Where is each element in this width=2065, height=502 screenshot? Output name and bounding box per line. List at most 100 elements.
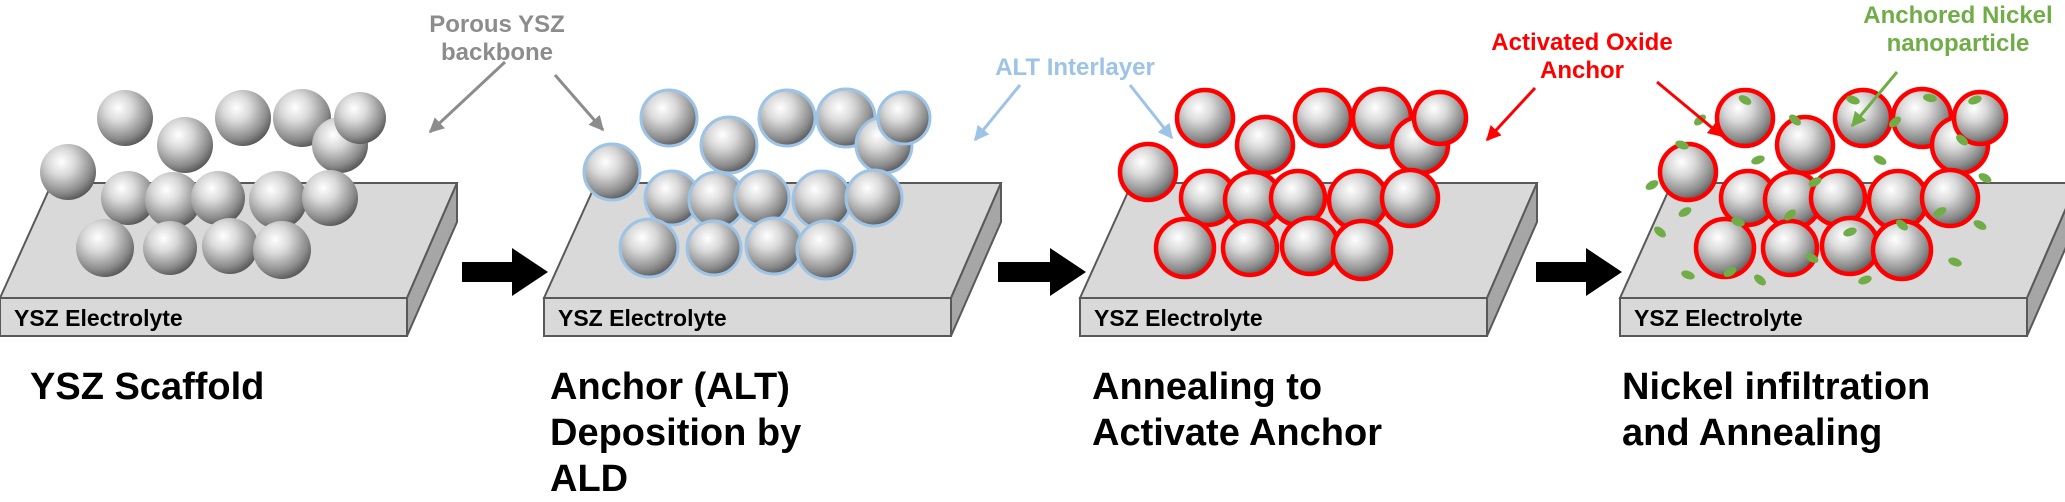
ysz-particle [101, 171, 155, 225]
oxide-anchor-particle [1760, 218, 1820, 278]
callout-oxide-arrow-2 [1656, 80, 1724, 138]
nickel-nanoparticle [1846, 95, 1860, 105]
ysz-particle [302, 170, 358, 226]
callout-alt-label: ALT Interlayer [995, 54, 1155, 81]
electrolyte-side-face [406, 182, 458, 337]
panel-4: YSZ Electrolyte [1618, 86, 2065, 337]
oxide-anchor-particle [1819, 215, 1881, 277]
oxide-anchor-particle [1951, 89, 2009, 147]
callout-porous-arrow-2 [553, 74, 605, 132]
nickel-nanoparticle [1923, 93, 1937, 103]
electrolyte-label: YSZ Electrolyte [14, 305, 183, 331]
step-title-4: Nickel infiltration and Annealing [1622, 366, 1931, 454]
nickel-nanoparticle [1731, 217, 1745, 227]
alt-coated-particle [685, 219, 743, 277]
nickel-nanoparticle [1805, 253, 1819, 263]
step-title-3: Annealing to Activate Anchor [1092, 366, 1382, 454]
nickel-nanoparticle [1694, 114, 1706, 126]
electrolyte-side-face [2026, 208, 2065, 337]
nickel-nanoparticle [1843, 227, 1857, 237]
alt-coated-particle [733, 169, 791, 227]
alt-coated-particle [618, 217, 680, 279]
ysz-particle [202, 218, 258, 274]
alt-coated-particle [639, 88, 699, 148]
nickel-nanoparticle [1681, 270, 1695, 280]
oxide-anchor-particle [1774, 114, 1836, 176]
alt-coated-particle [582, 142, 642, 202]
oxide-anchor-particle [1174, 87, 1236, 149]
alt-coated-particle [699, 115, 759, 175]
oxide-anchor-particle [1234, 114, 1296, 176]
ysz-particle [76, 219, 134, 277]
nickel-nanoparticle [1873, 155, 1887, 165]
nickel-nanoparticle [1754, 274, 1766, 286]
oxide-anchor-particle [1714, 87, 1776, 149]
ysz-particle [191, 171, 245, 225]
ysz-particle [215, 90, 271, 146]
oxide-anchor-particle [1220, 218, 1280, 278]
callout-nickel-arrow [1850, 71, 1899, 128]
electrolyte-label: YSZ Electrolyte [558, 305, 727, 331]
nickel-nanoparticle [1654, 226, 1666, 238]
oxide-anchor-particle [1330, 218, 1394, 282]
electrolyte-side-face [1486, 182, 1538, 337]
step-title-2: Anchor (ALT) Deposition by ALD [550, 366, 802, 500]
callout-porous-arrow-1 [428, 60, 507, 134]
alt-coated-particle [795, 219, 857, 281]
nickel-nanoparticle [1956, 134, 1968, 146]
oxide-anchor-particle [1153, 216, 1217, 280]
ysz-particle [334, 92, 386, 144]
ysz-particle [145, 172, 201, 228]
ysz-particle [40, 144, 96, 200]
nickel-nanoparticle [1948, 257, 1962, 267]
nickel-nanoparticle [1889, 116, 1901, 128]
electrolyte-side-face [950, 182, 1002, 337]
ysz-particle [157, 117, 213, 173]
oxide-anchor-particle [1919, 167, 1981, 229]
panel-3: YSZ Electrolyte [1078, 86, 1539, 337]
process-arrow-2 [998, 248, 1086, 296]
callout-alt-arrow-1 [973, 84, 1022, 142]
oxide-anchor-particle [1657, 141, 1719, 203]
nickel-nanoparticle [1784, 209, 1796, 221]
alt-coated-particle [744, 216, 804, 276]
oxide-anchor-particle [1117, 141, 1179, 203]
nickel-nanoparticle [1858, 275, 1872, 285]
step-title-1: YSZ Scaffold [30, 366, 265, 408]
ysz-particle [249, 171, 307, 229]
alt-coated-particle [757, 88, 817, 148]
nickel-nanoparticle [1675, 140, 1689, 150]
nickel-nanoparticle [1723, 267, 1737, 277]
electrolyte-label: YSZ Electrolyte [1094, 305, 1263, 331]
oxide-anchor-particle [1411, 89, 1469, 147]
oxide-anchor-particle [1279, 215, 1341, 277]
oxide-anchor-particle [1292, 87, 1354, 149]
alt-coated-particle [844, 168, 904, 228]
nickel-nanoparticle [1978, 173, 1992, 183]
nickel-nanoparticle [1973, 220, 1987, 230]
ysz-particle [97, 90, 153, 146]
panel-2: YSZ Electrolyte [542, 87, 1003, 337]
nickel-nanoparticle [1789, 114, 1801, 126]
nickel-nanoparticle [1751, 155, 1765, 165]
callout-alt-arrow-2 [1128, 84, 1174, 140]
nickel-nanoparticle [1678, 207, 1692, 217]
electrolyte-label: YSZ Electrolyte [1634, 305, 1803, 331]
ysz-particle [253, 221, 311, 279]
nickel-nanoparticle [1896, 219, 1908, 231]
oxide-anchor-particle [1832, 87, 1894, 149]
panel-1: YSZ Electrolyte [0, 89, 459, 337]
oxide-anchor-particle [1693, 216, 1757, 280]
nickel-nanoparticle [1738, 95, 1752, 105]
nickel-nanoparticle [1968, 95, 1982, 105]
nickel-nanoparticle [1645, 180, 1659, 190]
process-arrow-1 [462, 248, 548, 296]
process-arrow-3 [1536, 248, 1622, 296]
nickel-nanoparticle [1808, 177, 1822, 187]
alt-coated-particle [876, 90, 932, 146]
oxide-anchor-particle [1379, 167, 1441, 229]
